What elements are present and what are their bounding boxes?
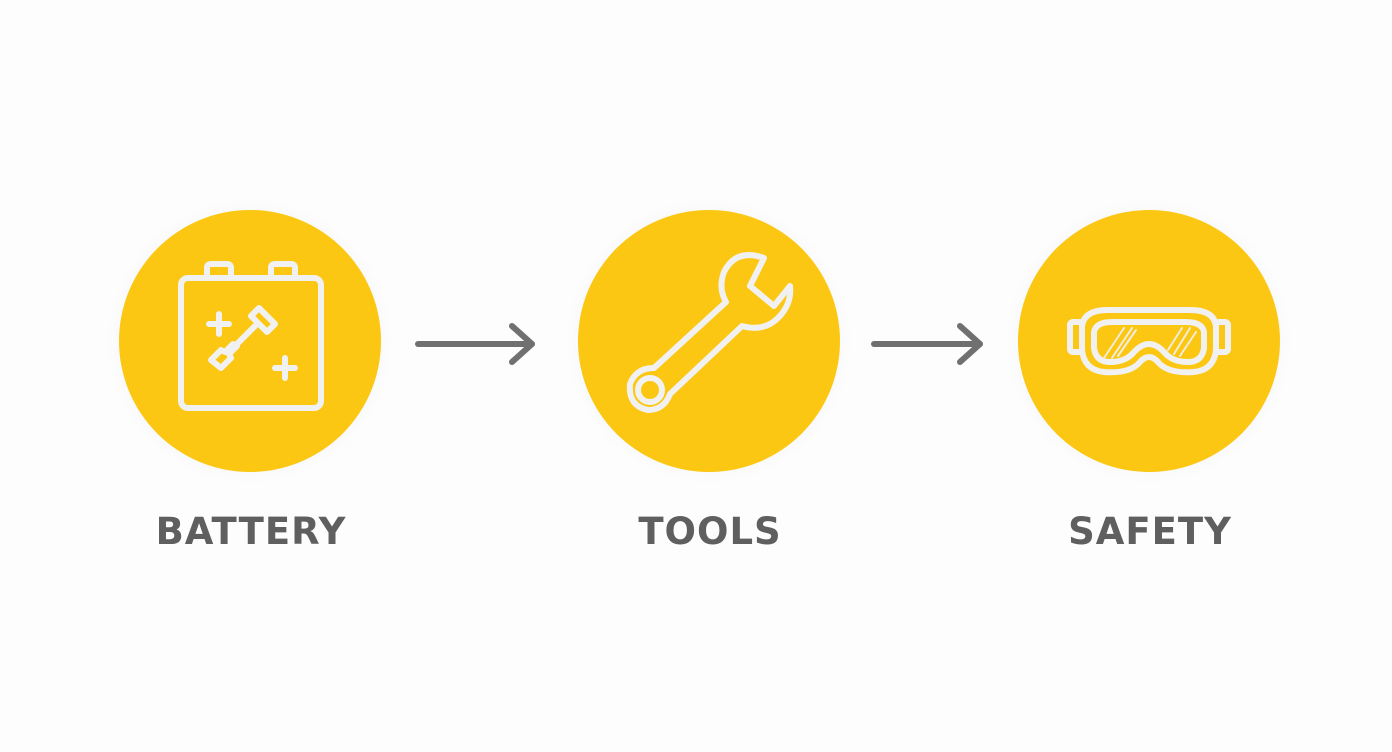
step-battery: BATTERY bbox=[119, 210, 383, 553]
step-label: SAFETY bbox=[1068, 510, 1232, 553]
safety-circle bbox=[1018, 210, 1280, 472]
step-safety: SAFETY bbox=[1018, 210, 1282, 553]
battery-icon bbox=[178, 261, 324, 411]
step-label: TOOLS bbox=[638, 510, 782, 553]
tools-circle bbox=[578, 210, 840, 472]
arrow-right-icon bbox=[415, 323, 535, 365]
battery-circle bbox=[119, 210, 381, 472]
step-tools: TOOLS bbox=[578, 210, 842, 553]
safety-goggles-icon bbox=[1067, 307, 1231, 376]
step-label: BATTERY bbox=[155, 510, 347, 553]
arrow-right-icon bbox=[871, 323, 983, 365]
wrench-icon bbox=[626, 252, 794, 413]
